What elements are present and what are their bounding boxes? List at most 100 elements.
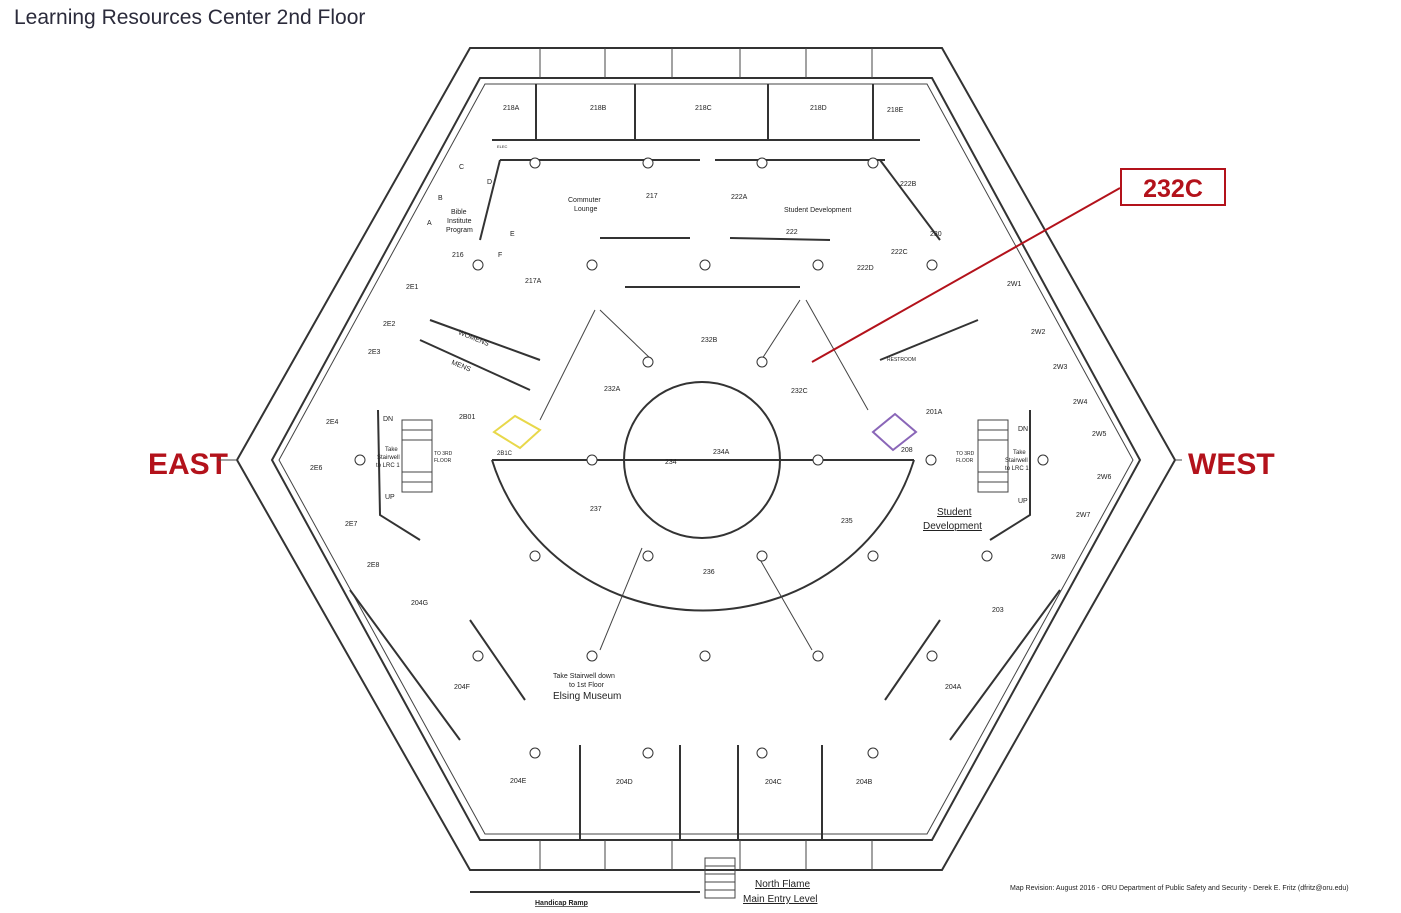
inner-walls: [349, 159, 1061, 840]
label-commuter-2: Lounge: [574, 206, 597, 213]
label-student-dev-2: Development: [923, 521, 982, 532]
room-204D: 204D: [616, 779, 633, 786]
room-2W1: 2W1: [1007, 281, 1022, 288]
room-236: 236: [703, 569, 715, 576]
label-east-to3rd-1: TO 3RD: [434, 451, 453, 457]
room-222B: 222B: [900, 181, 917, 188]
label-west-to3rd-1: TO 3RD: [956, 451, 975, 457]
east-stair: [401, 419, 433, 493]
callout-leader-line: [811, 187, 1121, 363]
room-234: 234: [665, 459, 677, 466]
map-revision-footer: Map Revision: August 2016 - ORU Departme…: [1010, 885, 1349, 892]
room-204A: 204A: [945, 684, 962, 691]
room-204G: 204G: [411, 600, 428, 607]
room-218C: 218C: [695, 105, 712, 112]
page-title: Learning Resources Center 2nd Floor: [14, 6, 366, 29]
label-museum-3: Elsing Museum: [553, 691, 621, 702]
label-student-dev-1: Student: [937, 507, 972, 518]
label-commuter-1: Commuter: [568, 197, 601, 204]
room-230: 230: [930, 231, 942, 238]
room-2E2: 2E2: [383, 321, 396, 328]
east-stair-highlight: [492, 414, 542, 450]
room-2B1C: 2B1C: [497, 451, 513, 457]
label-museum-2: to 1st Floor: [569, 682, 605, 689]
room-labels: 218A 218B 218C 218D 218E ELEC C D B A E …: [310, 105, 1112, 907]
room-222D: 222D: [857, 265, 874, 272]
label-east-dn: DN: [383, 416, 393, 423]
room-204F: 204F: [454, 684, 470, 691]
label-west-take-1: Take: [1013, 450, 1026, 456]
entry-steps: [704, 857, 736, 899]
room-203: 203: [992, 607, 1004, 614]
room-D: D: [487, 179, 492, 186]
label-student-dev-top: Student Development: [784, 207, 851, 214]
label-elec: ELEC: [497, 144, 508, 149]
label-museum-1: Take Stairwell down: [553, 673, 615, 680]
label-west-take-3: to LRC 1: [1005, 466, 1029, 472]
room-232B: 232B: [701, 337, 718, 344]
label-east-take-1: Take: [385, 447, 398, 453]
west-stair-highlight: [871, 412, 918, 452]
room-204B: 204B: [856, 779, 873, 786]
room-232C: 232C: [791, 388, 808, 395]
room-2W7: 2W7: [1076, 512, 1091, 519]
room-2W6: 2W6: [1097, 474, 1112, 481]
room-2W5: 2W5: [1092, 431, 1107, 438]
label-bible-1: Bible: [451, 209, 467, 216]
room-204E: 204E: [510, 778, 527, 785]
room-2E6: 2E6: [310, 465, 323, 472]
room-204C: 204C: [765, 779, 782, 786]
label-handicap-ramp: Handicap Ramp: [535, 900, 588, 907]
room-217: 217: [646, 193, 658, 200]
room-218E: 218E: [887, 107, 904, 114]
label-east-take-3: to LRC 1: [376, 463, 400, 469]
room-201A: 201A: [926, 409, 943, 416]
label-north-flame-1: North Flame: [755, 879, 810, 890]
room-218A: 218A: [503, 105, 520, 112]
room-A: A: [427, 220, 432, 227]
label-womens: WOMENS: [457, 329, 490, 348]
room-2W3: 2W3: [1053, 364, 1068, 371]
room-217A: 217A: [525, 278, 542, 285]
room-234A: 234A: [713, 449, 730, 456]
room-2E1: 2E1: [406, 284, 419, 291]
room-callout: 232C: [1120, 168, 1226, 206]
label-bible-3: Program: [446, 227, 473, 234]
room-218B: 218B: [590, 105, 607, 112]
label-east-to3rd-2: FLOOR: [434, 458, 452, 464]
room-C: C: [459, 164, 464, 171]
rotunda: [491, 286, 915, 651]
label-bible-2: Institute: [447, 218, 472, 225]
label-restroom: RESTROOM: [887, 357, 916, 363]
label-west-to3rd-2: FLOOR: [956, 458, 974, 464]
room-2E8: 2E8: [367, 562, 380, 569]
room-237: 237: [590, 506, 602, 513]
label-north-flame-2: Main Entry Level: [743, 894, 817, 905]
room-222A: 222A: [731, 194, 748, 201]
label-west-dn: DN: [1018, 426, 1028, 433]
room-E: E: [510, 231, 515, 238]
label-east-up: UP: [385, 494, 395, 501]
room-2W2: 2W2: [1031, 329, 1046, 336]
room-235: 235: [841, 518, 853, 525]
room-218D: 218D: [810, 105, 827, 112]
room-B: B: [438, 195, 443, 202]
label-west-up: UP: [1018, 498, 1028, 505]
room-2E7: 2E7: [345, 521, 358, 528]
room-2E3: 2E3: [368, 349, 381, 356]
room-2E4: 2E4: [326, 419, 339, 426]
room-216: 216: [452, 252, 464, 259]
label-west-take-2: Stairwell: [1005, 458, 1028, 464]
room-2W8: 2W8: [1051, 554, 1066, 561]
direction-east: EAST: [148, 448, 228, 481]
room-2W4: 2W4: [1073, 399, 1088, 406]
room-232A: 232A: [604, 386, 621, 393]
room-208: 208: [901, 447, 913, 454]
north-rooms: [492, 84, 920, 161]
room-222C: 222C: [891, 249, 908, 256]
direction-west: WEST: [1188, 448, 1275, 481]
west-stair: [977, 419, 1009, 493]
columns: [354, 157, 1049, 759]
label-east-take-2: Stairwell: [377, 455, 400, 461]
